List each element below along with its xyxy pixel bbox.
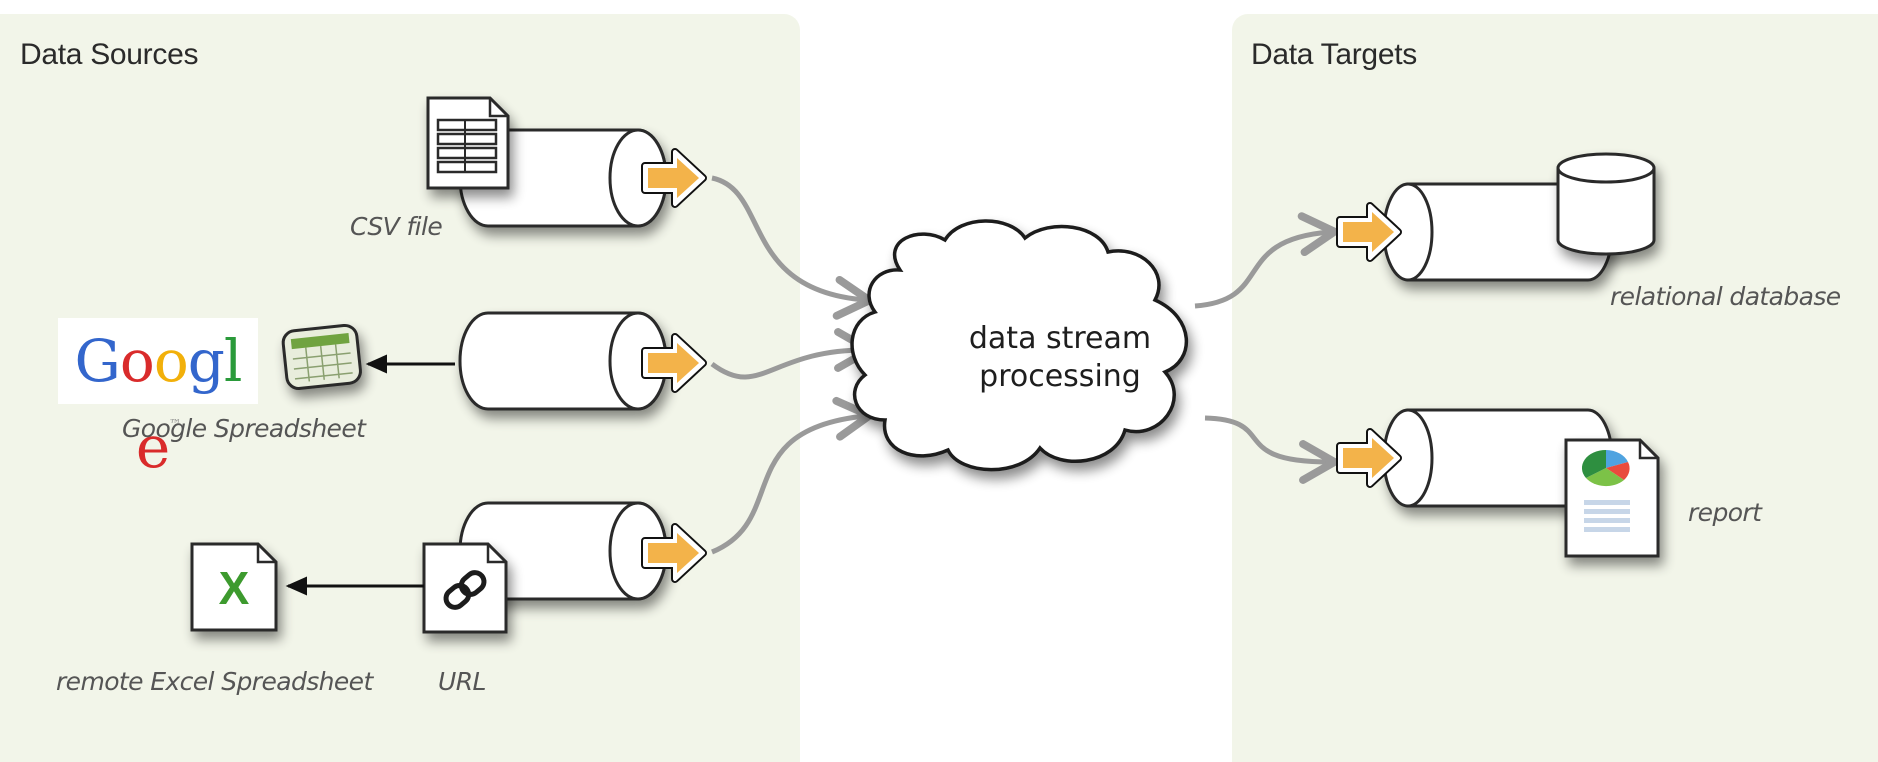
cloud-caption: data stream processing: [880, 320, 1240, 396]
google-logo: Google™: [58, 318, 258, 481]
google-letter-g2: g: [187, 327, 225, 395]
google-connector: [710, 328, 874, 380]
google-letter-l: l: [223, 327, 243, 395]
relational-database-label: relational database: [1610, 282, 1841, 311]
database-icon: [1556, 152, 1656, 256]
google-letter-o1: o: [119, 327, 155, 395]
excel-spreadsheet-label: remote Excel Spreadsheet: [56, 667, 373, 696]
csv-connector: [711, 175, 874, 320]
report-label: report: [1688, 498, 1762, 527]
url-label: URL: [438, 667, 486, 696]
pie-chart-report-icon: [1564, 438, 1660, 558]
excel-mark: X: [219, 562, 250, 614]
url-connector: [711, 396, 874, 555]
google-spreadsheet-label: Google Spreadsheet: [122, 414, 366, 443]
spreadsheet-icon: [281, 323, 362, 390]
cloud-icon: [850, 219, 1189, 472]
google-tm: ™: [169, 417, 181, 431]
report-connector: [1204, 415, 1339, 484]
google-stream-cylinder: [458, 311, 668, 411]
google-letter-e: e: [135, 413, 170, 481]
database-connector: [1194, 212, 1339, 309]
cloud-line-2: processing: [979, 359, 1141, 394]
csv-file-label: CSV file: [350, 212, 443, 241]
data-targets-panel: [1232, 14, 1878, 762]
link-icon: [422, 542, 508, 634]
cloud-line-1: data stream: [968, 321, 1152, 356]
google-letter-o2: o: [153, 327, 189, 395]
google-letter-g: G: [74, 327, 121, 395]
data-targets-title: Data Targets: [1251, 38, 1417, 71]
document-table-icon: [426, 96, 510, 190]
excel-icon: X: [190, 542, 278, 632]
data-sources-title: Data Sources: [20, 38, 199, 71]
